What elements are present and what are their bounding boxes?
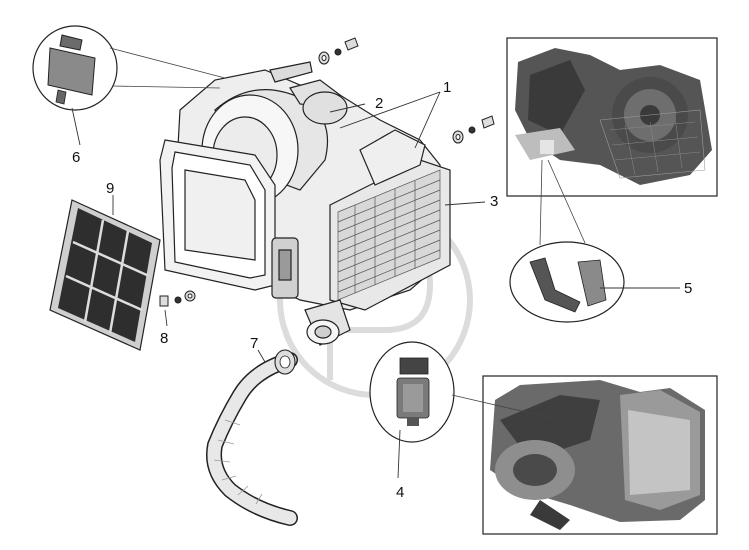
callout-6: 6	[72, 149, 80, 166]
callout-4: 4	[396, 484, 404, 501]
callout-leaders	[71, 91, 680, 479]
leader-connector-2	[547, 159, 586, 244]
callout-7: 7	[250, 335, 258, 352]
callout-3: 3	[490, 193, 498, 210]
callout-5: 5	[684, 280, 692, 297]
hose-clamp	[274, 349, 296, 375]
screw-8	[159, 290, 196, 307]
leader-motor	[451, 394, 561, 421]
photo-inset-blower-case	[506, 37, 718, 197]
callout-2: 2	[375, 95, 383, 112]
cabin-filter	[49, 199, 161, 351]
photo-inset-blower-assembly	[482, 375, 718, 535]
blower-motor-inset	[369, 341, 455, 443]
screw-top	[318, 37, 359, 65]
callout-1: 1	[443, 79, 451, 96]
callout-9: 9	[106, 180, 114, 197]
heater-core-fins	[337, 169, 441, 301]
connector-inset	[509, 241, 625, 323]
hvac-housing-assembly	[159, 61, 451, 346]
resistor-module-inset	[32, 25, 118, 111]
leader-resistor-bottom	[111, 85, 221, 89]
drain-hose	[206, 352, 298, 526]
screw-right	[452, 115, 495, 144]
leader-resistor-top	[109, 47, 226, 79]
callout-8: 8	[160, 330, 168, 347]
leader-connector-1	[539, 159, 543, 246]
